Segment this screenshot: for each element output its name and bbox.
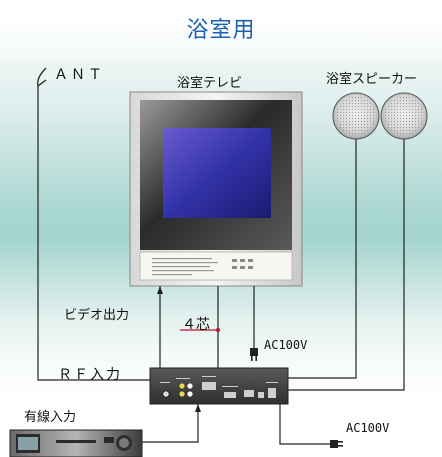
label-video-out: ビデオ出力 bbox=[64, 308, 130, 323]
title-band bbox=[0, 0, 442, 60]
speaker-right bbox=[380, 92, 428, 140]
cable-input-device bbox=[9, 429, 143, 457]
ac-plug-icon-2 bbox=[330, 440, 343, 448]
label-ac100v-tuner: AC100V bbox=[346, 421, 390, 435]
label-four-core: ４芯 bbox=[182, 317, 210, 333]
tv-panel-text bbox=[152, 258, 218, 276]
tuner-print bbox=[160, 376, 278, 387]
video-out-arrow-icon bbox=[157, 286, 163, 294]
label-speaker: 浴室スピーカー bbox=[326, 72, 418, 87]
label-ac100v-tv: AC100V bbox=[264, 338, 308, 352]
ant-cable bbox=[37, 86, 150, 381]
ac-plug-icon-1 bbox=[250, 348, 258, 361]
cable-input-line bbox=[142, 404, 199, 443]
tv-screen bbox=[163, 128, 271, 218]
ac-cable-tuner bbox=[279, 404, 330, 445]
label-tv: 浴室テレビ bbox=[177, 76, 243, 91]
label-cable-in: 有線入力 bbox=[24, 410, 77, 425]
page-title: 浴室用 bbox=[186, 18, 256, 43]
four-core-dot bbox=[216, 328, 220, 332]
label-ant: ＡＮＴ bbox=[54, 67, 105, 83]
tuner-connectors bbox=[162, 382, 276, 398]
tv-panel-buttons bbox=[232, 259, 253, 269]
speaker-cable-left bbox=[288, 139, 357, 379]
antenna-icon bbox=[37, 67, 47, 88]
speaker-cable-right bbox=[288, 139, 405, 391]
tuner-box bbox=[149, 367, 289, 405]
speaker-left bbox=[332, 92, 380, 140]
label-rf-in: ＲＦ入力 bbox=[58, 367, 122, 383]
cable-input-arrow-icon bbox=[195, 404, 201, 412]
